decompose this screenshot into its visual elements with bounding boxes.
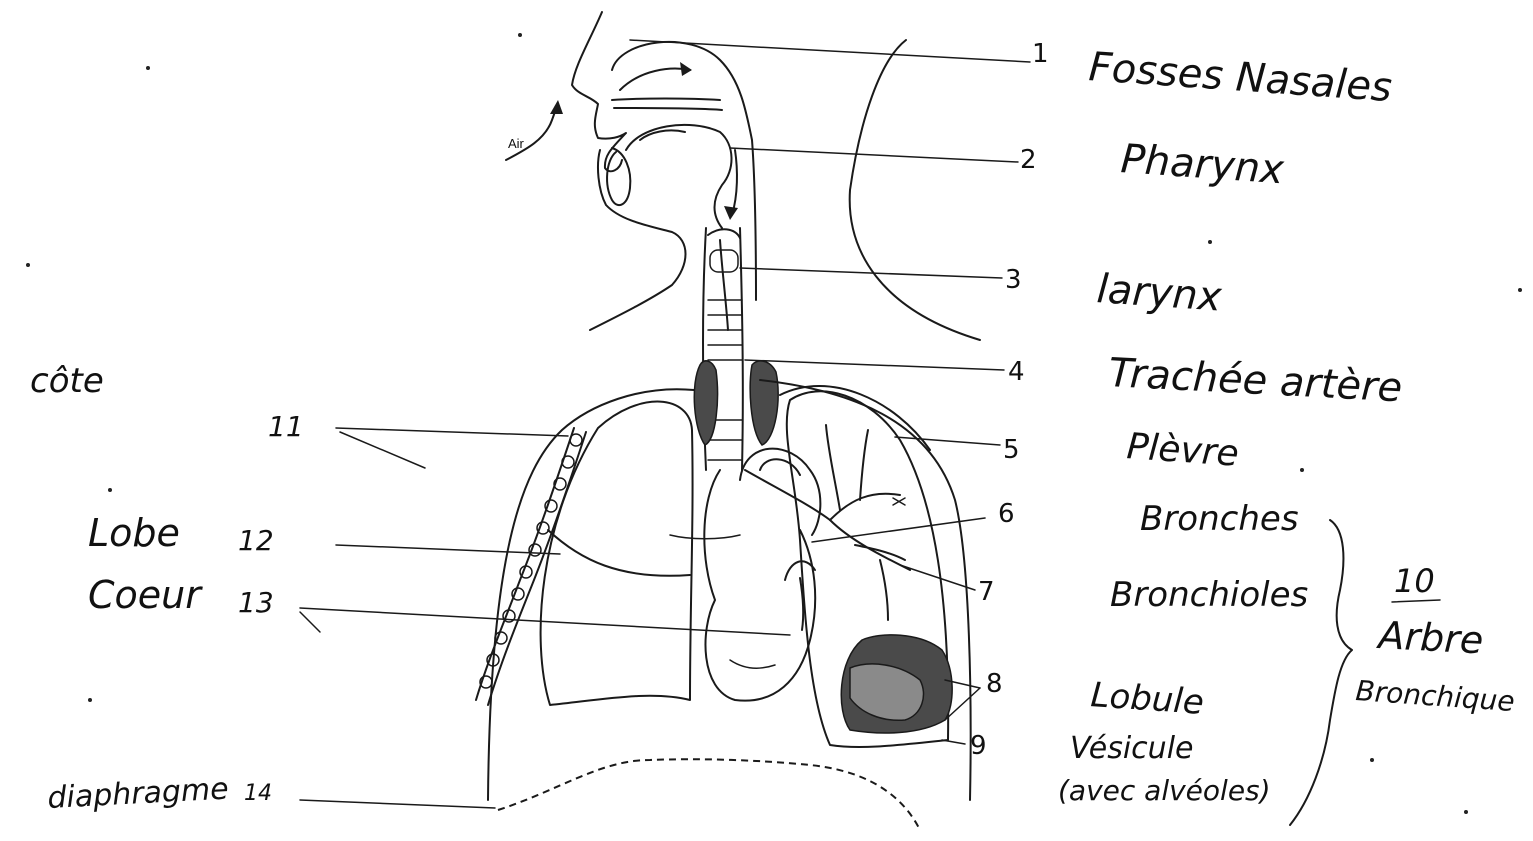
num-2: 2 — [1020, 145, 1037, 175]
head-profile: Air — [506, 12, 980, 340]
label-plevre: Plèvre — [1125, 426, 1240, 475]
num-1: 1 — [1032, 39, 1049, 69]
label-larynx: larynx — [1095, 266, 1223, 321]
label-bronchique: Bronchique — [1355, 674, 1516, 718]
group-label: 10 Arbre Bronchique — [1355, 562, 1516, 718]
label-bronches: Bronches — [1140, 499, 1299, 539]
label-arbre: Arbre — [1375, 613, 1485, 663]
num-6: 6 — [998, 499, 1015, 529]
label-lobe: Lobe — [88, 511, 180, 555]
bronchial-tree — [745, 425, 952, 733]
thorax — [476, 380, 971, 800]
label-diaphragme: diaphragme — [47, 772, 230, 816]
label-fosses-nasales: Fosses Nasales — [1087, 44, 1393, 111]
label-lobule: Lobule — [1089, 675, 1205, 723]
right-numbers: 1 2 3 4 5 6 7 8 9 — [970, 39, 1049, 761]
num-11: 11 — [268, 410, 304, 443]
num-10: 10 — [1394, 562, 1435, 600]
label-coeur: Coeur — [88, 573, 203, 617]
air-label: Air — [508, 136, 525, 151]
left-labels: côte 11 Lobe 12 Coeur 13 diaphragme 14 — [30, 361, 304, 816]
label-pharynx: Pharynx — [1119, 136, 1285, 193]
num-7: 7 — [978, 577, 995, 607]
num-5: 5 — [1003, 435, 1020, 465]
num-8: 8 — [986, 669, 1003, 699]
num-13: 13 — [238, 586, 274, 619]
label-trachee: Trachée artère — [1107, 350, 1403, 411]
num-4: 4 — [1008, 357, 1025, 387]
thyroid — [694, 361, 778, 445]
label-bronchioles: Bronchioles — [1110, 575, 1308, 615]
leader-lines-left — [300, 428, 790, 808]
diaphragm — [498, 759, 920, 830]
num-9: 9 — [970, 731, 987, 761]
label-cote: côte — [30, 361, 104, 401]
num-3: 3 — [1005, 265, 1022, 295]
label-vesicule: Vésicule — [1070, 731, 1194, 766]
num-14: 14 — [244, 781, 272, 806]
right-labels: Fosses Nasales Pharynx larynx Trachée ar… — [1058, 44, 1403, 807]
label-avec-alveoles: (avec alvéoles) — [1058, 774, 1271, 807]
num-12: 12 — [238, 524, 274, 557]
